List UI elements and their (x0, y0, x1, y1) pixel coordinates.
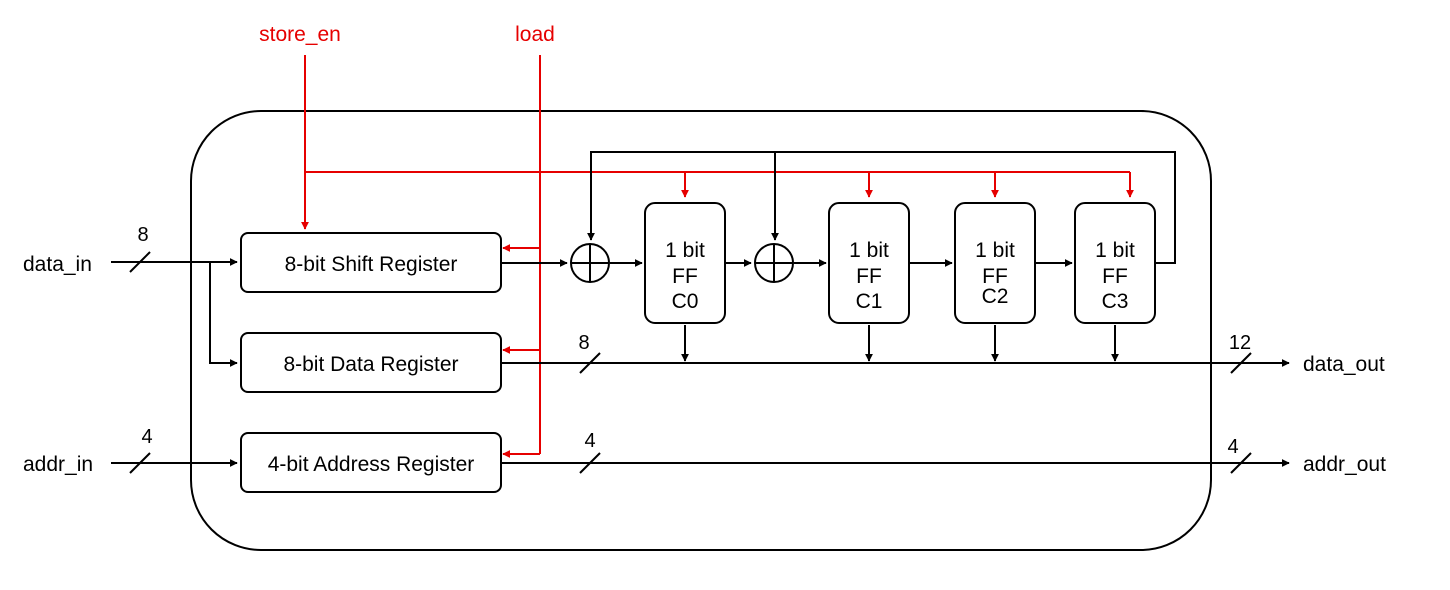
flip-flop-c3: 1 bit FF C3 (1074, 202, 1156, 324)
feedback-wires (587, 151, 1176, 264)
data-out-width-label: 12 (1229, 332, 1251, 354)
data-out-bus (501, 352, 1290, 374)
addr-in-label: addr_in (23, 453, 93, 476)
shift-register-label: 8-bit Shift Register (285, 253, 458, 276)
addr-in-wires (111, 452, 238, 474)
data-in-label: data_in (23, 253, 92, 276)
ff-c1-line3: C1 (856, 290, 883, 313)
addr-in-width-label: 4 (141, 426, 152, 448)
flip-flop-c1: 1 bit FF C1 (828, 202, 910, 324)
data-in-wires (111, 251, 238, 367)
flip-flop-c2: 1 bit FF C2 (954, 202, 1036, 324)
address-register: 4-bit Address Register (240, 432, 502, 493)
ff-c2-line1: 1 bit (975, 239, 1015, 262)
ff-c0-line2: FF (672, 265, 698, 288)
addr-out-width-label: 4 (1227, 436, 1238, 458)
load-wires (502, 55, 541, 458)
xor-gate-1 (570, 243, 610, 283)
ff-c2-line3: C2 (982, 285, 1009, 308)
addr-out-bus (501, 452, 1290, 474)
store-en-label: store_en (259, 23, 341, 46)
address-register-label: 4-bit Address Register (268, 453, 475, 476)
data-in-width-label: 8 (137, 224, 148, 246)
shift-register: 8-bit Shift Register (240, 232, 502, 293)
store-en-wires (301, 55, 1134, 230)
data-register-label: 8-bit Data Register (283, 353, 458, 376)
ff-c3-line3: C3 (1102, 290, 1129, 313)
ff-c0-line3: C0 (672, 290, 699, 313)
flip-flop-c0: 1 bit FF C0 (644, 202, 726, 324)
data-reg-out-width-label: 8 (578, 332, 589, 354)
xor-gate-2 (754, 243, 794, 283)
ff-c0-line1: 1 bit (665, 239, 705, 262)
module-boundary (190, 110, 1212, 551)
ff-c3-line2: FF (1102, 265, 1128, 288)
data-out-label: data_out (1303, 353, 1385, 376)
ff-c2-line2: FF (982, 265, 1008, 288)
addr-reg-out-width-label: 4 (584, 430, 595, 452)
ff-c3-line1: 1 bit (1095, 239, 1135, 262)
load-label: load (515, 23, 555, 46)
ff-c1-line2: FF (856, 265, 882, 288)
addr-out-label: addr_out (1303, 453, 1386, 476)
ff-output-taps (681, 325, 1119, 362)
data-register: 8-bit Data Register (240, 332, 502, 393)
ff-c1-line1: 1 bit (849, 239, 889, 262)
